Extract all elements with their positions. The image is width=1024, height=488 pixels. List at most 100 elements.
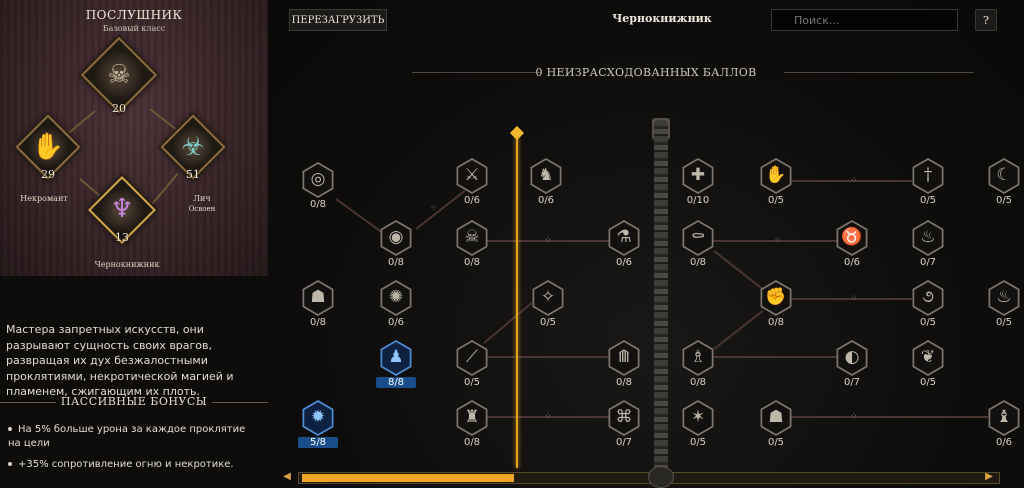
skill-node-bg: [684, 342, 712, 374]
skill-node[interactable]: ✺: [378, 280, 414, 316]
skill-node-bg: [838, 342, 866, 374]
skill-points: 0/5: [995, 317, 1013, 328]
skill-node[interactable]: ◉: [378, 220, 414, 256]
link-dots: ⁘: [544, 412, 552, 422]
skill-points: 0/5: [767, 437, 785, 448]
bullet-icon: [8, 427, 12, 431]
connector: [713, 250, 764, 290]
skill-node[interactable]: ✊: [758, 280, 794, 316]
skill-node[interactable]: ♞: [528, 158, 564, 194]
skill-node[interactable]: ⚔: [454, 158, 490, 194]
connector: [713, 310, 764, 350]
hand-icon: ✋: [765, 165, 787, 185]
skill-node-bg: [684, 402, 712, 434]
demon-icon: ♨: [920, 227, 936, 247]
reaper-icon: ⚰: [690, 227, 706, 247]
skill-node[interactable]: ⌘: [606, 400, 642, 436]
skill-tree-panel: ПЕРЕЗАГРУЗИТЬ Чернокнижник ⚲ ? 0 НЕИЗРАС…: [268, 0, 1024, 488]
class-label-lich-status: Освоен: [188, 205, 216, 213]
skill-node-bg: [914, 342, 942, 374]
hood-icon: ♝: [996, 407, 1012, 427]
skill-node[interactable]: ♝: [986, 400, 1022, 436]
skill-points: 0/8: [689, 257, 707, 268]
skill-points: 0/10: [686, 195, 710, 206]
skill-points: 0/6: [843, 257, 861, 268]
scrollbar-thumb[interactable]: [302, 474, 514, 482]
skill-node[interactable]: ⟋: [454, 340, 490, 376]
skill-node-bg: [914, 282, 942, 314]
link-dots: ⁘: [850, 176, 858, 186]
scroll-knob[interactable]: [648, 466, 674, 488]
skill-node[interactable]: ◎: [300, 162, 336, 198]
skill-node[interactable]: ✶: [680, 400, 716, 436]
necro-hand-icon: ✋: [31, 132, 65, 162]
connector: [788, 180, 912, 182]
skill-node-bg: [458, 342, 486, 374]
reset-button[interactable]: ПЕРЕЗАГРУЗИТЬ: [289, 9, 387, 31]
progress-marker-icon: [509, 125, 525, 141]
bullet-icon: [8, 462, 12, 466]
skill-points: 0/8: [463, 437, 481, 448]
skill-node-bg: [382, 282, 410, 314]
class-label-lich: Лич: [193, 194, 211, 203]
skill-points: 0/5: [995, 195, 1013, 206]
skill-node[interactable]: ♟: [378, 340, 414, 376]
help-button[interactable]: ?: [975, 9, 997, 31]
divider: [784, 72, 974, 73]
skill-node[interactable]: ✧: [530, 280, 566, 316]
orb-icon: ◉: [388, 227, 404, 247]
class-subtitle: Базовый класс: [102, 24, 166, 33]
connector: [710, 240, 850, 242]
skill-node[interactable]: ✋: [758, 158, 794, 194]
skill-node[interactable]: ✹: [300, 400, 336, 436]
connector: [483, 302, 533, 344]
skill-node[interactable]: †: [910, 158, 946, 194]
scroll-left-icon[interactable]: ◀: [283, 471, 291, 482]
skill-node[interactable]: ☾: [986, 158, 1022, 194]
fist-icon: ✊: [765, 287, 787, 307]
sun-icon: ✺: [388, 287, 404, 307]
skill-node-bg: [458, 402, 486, 434]
mask-icon: ☗: [768, 407, 784, 427]
skill-node[interactable]: ❦: [910, 340, 946, 376]
skill-node[interactable]: ♨: [910, 220, 946, 256]
ghost-icon: ♗: [690, 347, 706, 367]
skill-points: 0/6: [537, 195, 555, 206]
cage-icon: ⌘: [615, 407, 633, 427]
search-input[interactable]: [771, 9, 958, 31]
connector: [788, 416, 988, 418]
spire-icon: ⟰: [616, 347, 632, 367]
skill-node[interactable]: ૭: [910, 280, 946, 316]
skill-node[interactable]: ⚗: [606, 220, 642, 256]
wraith-icon: ♜: [464, 407, 480, 427]
divider: [412, 72, 542, 73]
skill-node[interactable]: ⚰: [680, 220, 716, 256]
skill-node-bg: [610, 342, 638, 374]
skill-node[interactable]: ☗: [300, 280, 336, 316]
crescent-icon: ☾: [996, 165, 1012, 185]
skill-node[interactable]: ♨: [986, 280, 1022, 316]
skill-node[interactable]: ♗: [680, 340, 716, 376]
spikes-icon: ✶: [690, 407, 706, 427]
class-tree-art: ПОСЛУШНИК Базовый класс ☠ 20 ✋ 29 Некром…: [0, 0, 268, 276]
skill-node[interactable]: ◐: [834, 340, 870, 376]
flame-icon: ♨: [996, 287, 1012, 307]
scroll-right-icon[interactable]: ▶: [985, 471, 993, 482]
skill-node[interactable]: ♉: [834, 220, 870, 256]
skill-node-bg: [990, 402, 1018, 434]
skill-points: 0/5: [919, 377, 937, 388]
skill-node[interactable]: ⟰: [606, 340, 642, 376]
connector: [480, 416, 630, 418]
chain-divider: [654, 120, 668, 470]
rune-icon: ✹: [310, 407, 326, 427]
skill-node-bg: [762, 282, 790, 314]
wings-icon: ❦: [920, 347, 936, 367]
skill-node-bg: [610, 402, 638, 434]
skill-node[interactable]: ☗: [758, 400, 794, 436]
skill-points: 0/8: [309, 199, 327, 210]
skill-node[interactable]: ☠: [454, 220, 490, 256]
skill-points: 0/8: [689, 377, 707, 388]
tree-title: Чернокнижник: [612, 12, 712, 25]
skill-node[interactable]: ♜: [454, 400, 490, 436]
skill-node[interactable]: ✚: [680, 158, 716, 194]
